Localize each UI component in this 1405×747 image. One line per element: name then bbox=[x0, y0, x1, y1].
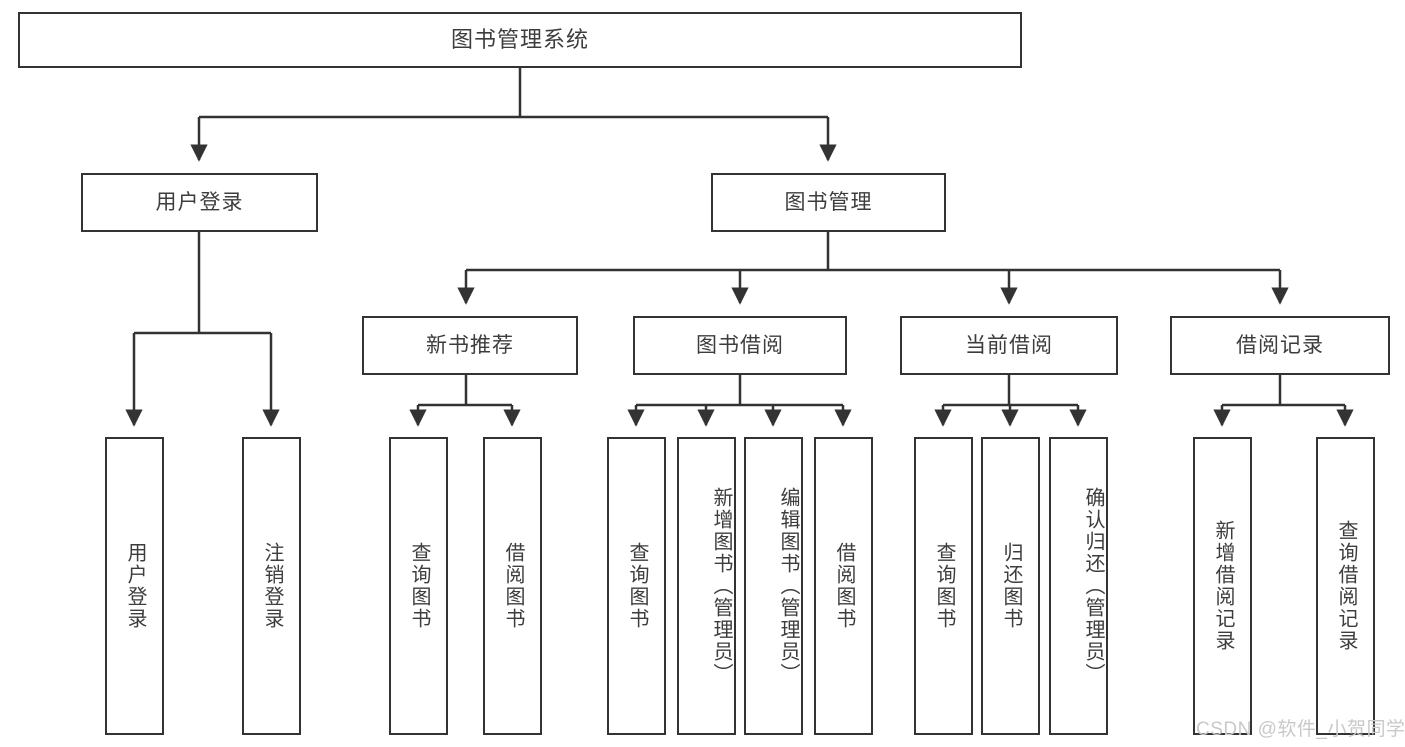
node-borrow-record[interactable]: 借阅记录 bbox=[1170, 316, 1390, 375]
node-leaf-add-borrow-record[interactable]: 新增借阅记录 bbox=[1193, 437, 1252, 735]
node-book-management[interactable]: 图书管理 bbox=[711, 173, 946, 232]
node-book-borrow[interactable]: 图书借阅 bbox=[633, 316, 847, 375]
node-leaf-query-book-current[interactable]: 查询图书 bbox=[914, 437, 973, 735]
node-leaf-add-book[interactable]: 新增图书（管理员） bbox=[677, 437, 736, 735]
node-leaf-edit-book[interactable]: 编辑图书（管理员） bbox=[744, 437, 803, 735]
node-user-login[interactable]: 用户登录 bbox=[81, 173, 318, 232]
node-leaf-confirm-return[interactable]: 确认归还（管理员） bbox=[1049, 437, 1108, 735]
node-current-borrow[interactable]: 当前借阅 bbox=[900, 316, 1118, 375]
node-leaf-query-book-recommend[interactable]: 查询图书 bbox=[389, 437, 448, 735]
node-leaf-return-book[interactable]: 归还图书 bbox=[981, 437, 1040, 735]
node-root-system[interactable]: 图书管理系统 bbox=[18, 12, 1022, 68]
node-leaf-borrow-book[interactable]: 借阅图书 bbox=[814, 437, 873, 735]
node-leaf-user-login[interactable]: 用户登录 bbox=[105, 437, 164, 735]
node-leaf-query-borrow-record[interactable]: 查询借阅记录 bbox=[1316, 437, 1375, 735]
csdn-watermark: CSDN @软件_小贺同学 bbox=[1196, 719, 1405, 740]
node-leaf-query-book-borrow[interactable]: 查询图书 bbox=[607, 437, 666, 735]
node-new-book-recommend[interactable]: 新书推荐 bbox=[362, 316, 578, 375]
node-leaf-borrow-book-recommend[interactable]: 借阅图书 bbox=[483, 437, 542, 735]
node-leaf-logout[interactable]: 注销登录 bbox=[242, 437, 301, 735]
